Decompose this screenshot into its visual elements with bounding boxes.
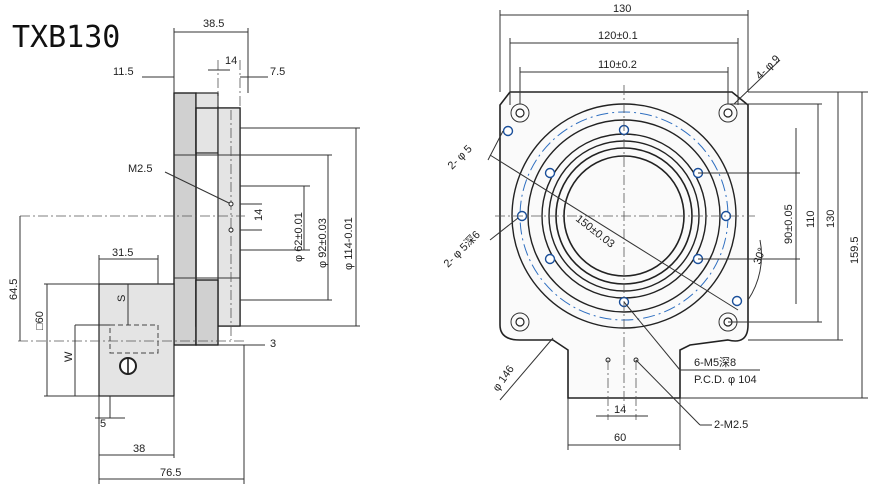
dim-60-front: 60 (614, 432, 626, 444)
dim-phi-62: φ 62±0.01 (293, 212, 305, 262)
dim-159-5: 159.5 (849, 236, 861, 264)
label-pcd-104: P.C.D. φ 104 (694, 374, 757, 386)
label-6-m5: 6-M5深8 (694, 356, 736, 369)
dim-31-5: 31.5 (112, 247, 133, 259)
dim-64-5: 64.5 (8, 279, 20, 300)
dim-90: 90±0.05 (783, 204, 795, 244)
dim-4-phi-9: 4- φ 9 (754, 53, 783, 82)
dim-square-60: □60 (34, 311, 46, 330)
dim-120: 120±0.1 (598, 30, 638, 42)
dim-130-top: 130 (613, 3, 631, 15)
dim-110-right: 110 (805, 210, 817, 228)
dim-130-right: 130 (825, 210, 837, 228)
dim-phi-146: φ 146 (491, 363, 517, 393)
dim-5: 5 (100, 418, 106, 430)
dim-110-top: 110±0.2 (598, 59, 637, 71)
label-s: S (116, 295, 128, 302)
motor-block (98, 283, 175, 397)
label-2-m2-5: 2-M2.5 (714, 419, 748, 431)
dim-14-mid: 14 (253, 209, 265, 221)
dim-38: 38 (133, 443, 145, 455)
dim-2-phi-5-depth-6: 2- φ 5深6 (441, 228, 483, 270)
dim-30-deg: 30° (752, 246, 769, 266)
flange-left-block (173, 92, 197, 346)
dim-phi-114: φ 114-0.01 (343, 217, 355, 270)
flange-right-block (217, 107, 241, 327)
front-view: 150±0.03 130 120±0.1 110±0.2 4- φ 9 2- φ… (441, 3, 868, 450)
dim-phi-92: φ 92±0.03 (317, 218, 329, 268)
label-w: W (63, 351, 75, 362)
dim-76-5: 76.5 (160, 467, 181, 479)
dim-m2-5-side: M2.5 (128, 163, 152, 175)
dim-3: 3 (270, 338, 276, 350)
dim-11-5: 11.5 (113, 66, 134, 78)
flange-plate-outline (499, 91, 749, 399)
side-view: 38.5 14 11.5 7.5 M2.5 14 φ 62±0.01 φ 92±… (8, 18, 360, 484)
dim-2-phi-5: 2- φ 5 (446, 143, 475, 172)
drawing-title: TXB130 (12, 20, 120, 55)
dim-38-5: 38.5 (203, 18, 224, 30)
dim-14-top: 14 (225, 55, 237, 67)
dim-7-5: 7.5 (270, 66, 285, 78)
dim-14-front: 14 (614, 404, 626, 416)
flange-lower-step (195, 279, 219, 346)
